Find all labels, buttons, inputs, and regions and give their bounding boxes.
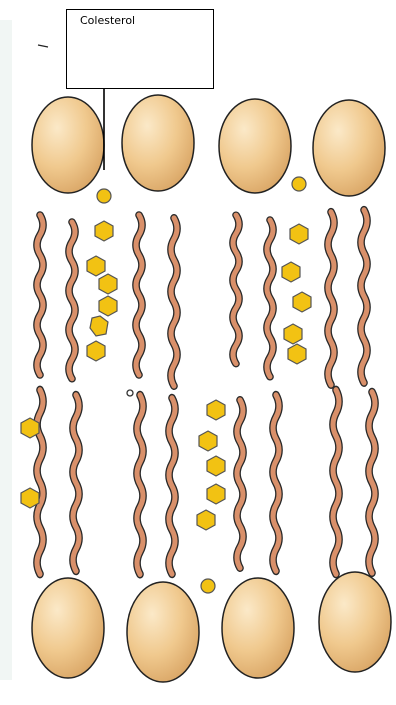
phospholipid-head: [32, 97, 104, 193]
upper-leaflet-tails: [37, 210, 367, 386]
lipid-tail: [73, 395, 79, 571]
callout-label-box: Colesterol: [66, 9, 214, 89]
lipid-tail: [69, 222, 75, 379]
phospholipid-head: [127, 582, 199, 682]
lipid-tail: [171, 218, 177, 386]
lipid-tail: [169, 398, 175, 574]
cholesterol-molecule: [197, 400, 225, 593]
lipid-tail: [333, 390, 339, 574]
lipid-tail: [136, 215, 142, 375]
lipid-tail: [361, 210, 367, 383]
cholesterol-molecule: [282, 177, 311, 364]
lipid-tail: [369, 392, 375, 573]
cholesterol-molecule: [87, 189, 117, 361]
phospholipid-head: [313, 100, 385, 196]
lipid-tail: [137, 395, 143, 574]
stray-mark: [38, 45, 48, 47]
lipid-tail: [233, 215, 239, 364]
phospholipid-head: [219, 99, 291, 193]
phospholipid-head: [32, 578, 104, 678]
phospholipid-head: [222, 578, 294, 678]
lipid-tail: [273, 395, 279, 571]
lipid-tail: [37, 390, 43, 574]
callout-label-text: Colesterol: [80, 14, 135, 27]
lower-leaflet-tails: [37, 390, 375, 574]
lipid-tail: [328, 212, 334, 385]
lipid-tail: [237, 400, 243, 568]
lipid-tail: [267, 220, 273, 377]
upper-leaflet-heads: [32, 95, 385, 196]
small-marker: [127, 390, 133, 396]
background-edge: [0, 20, 12, 680]
phospholipid-head: [319, 572, 391, 672]
lipid-tail: [37, 215, 43, 375]
phospholipid-head: [122, 95, 194, 191]
